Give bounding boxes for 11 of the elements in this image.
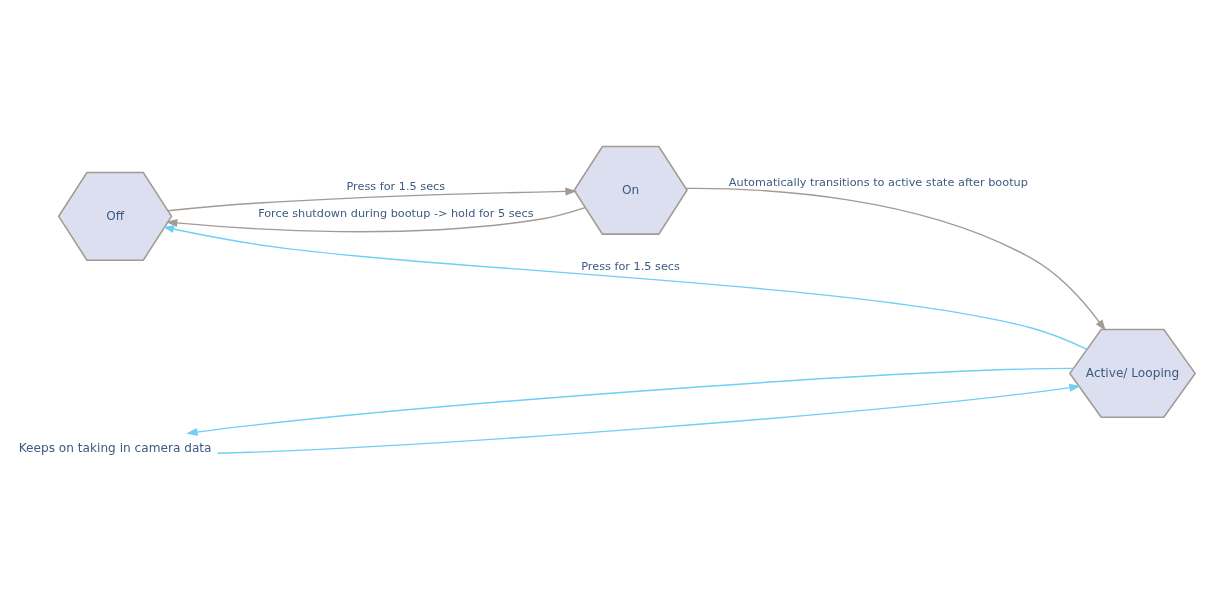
edge-label: Force shutdown during bootup -> hold for 5 secs (258, 206, 534, 220)
arrow (167, 186, 577, 211)
node-text: Keeps on taking in camera data (18, 440, 212, 455)
arrow (685, 187, 1106, 331)
edge-label: Press for 1.5 secs (346, 179, 446, 193)
arrow (162, 224, 1088, 350)
arrow (186, 367, 1075, 436)
arrow (216, 383, 1081, 454)
edge-label: Automatically transitions to active state after bootup (728, 175, 1028, 189)
arrow (165, 206, 586, 232)
edge-label: Press for 1.5 secs (581, 259, 680, 273)
